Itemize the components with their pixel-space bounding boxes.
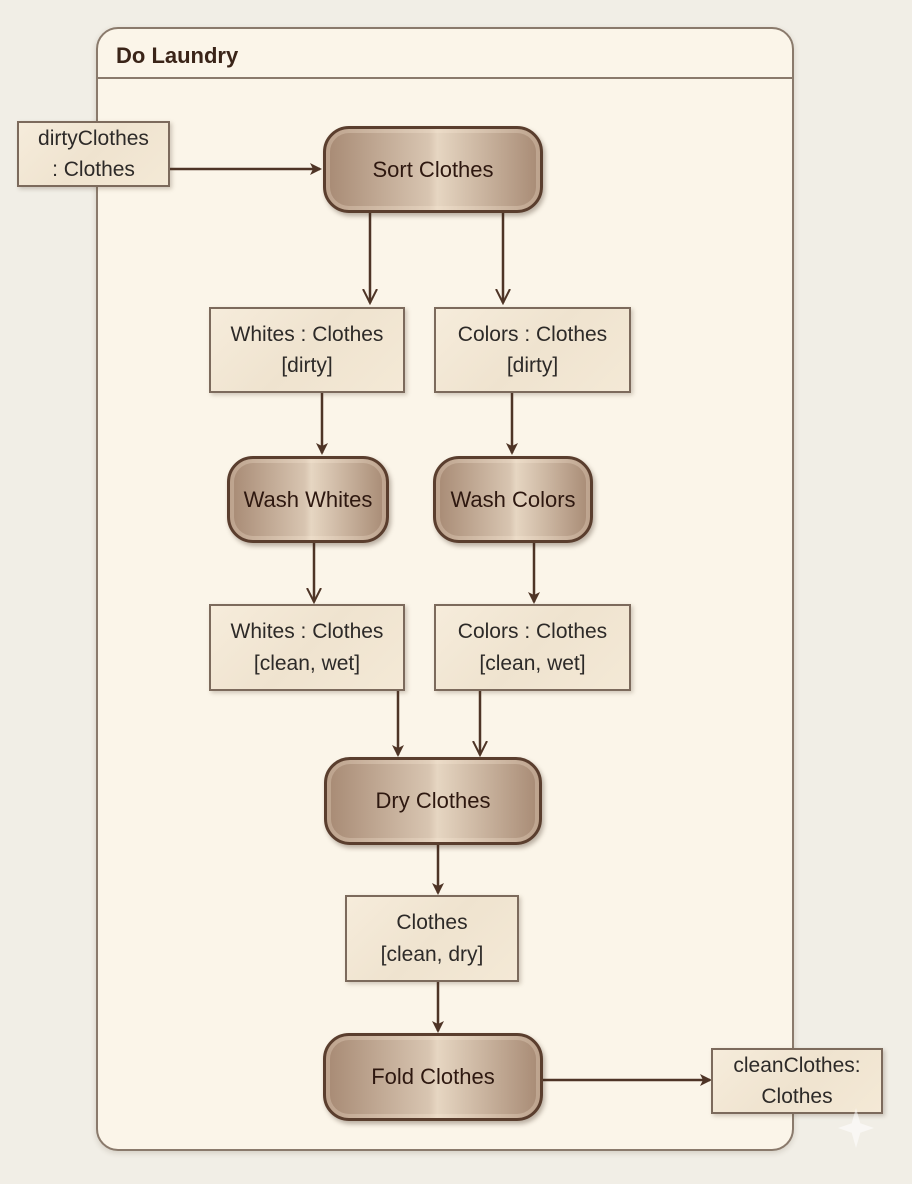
action-wash-colors[interactable]: Wash Colors <box>433 456 593 543</box>
object-name: Whites : Clothes <box>230 322 384 346</box>
object-state: [clean, wet] <box>479 651 586 675</box>
object-name: cleanClothes: <box>733 1053 861 1077</box>
object-clean-clothes[interactable]: cleanClothes: Clothes <box>711 1048 883 1114</box>
sparkle-icon <box>838 1108 874 1148</box>
object-type: : Clothes <box>52 158 135 181</box>
object-name: Colors : Clothes <box>457 322 608 346</box>
title-divider <box>98 77 792 79</box>
object-name: dirtyClothes <box>38 126 149 150</box>
object-name: Colors : Clothes <box>457 620 608 644</box>
object-state: [clean, dry] <box>380 942 484 966</box>
object-type: Clothes <box>761 1085 833 1108</box>
object-name: Whites : Clothes <box>230 620 384 644</box>
object-whites-dirty[interactable]: Whites : Clothes [dirty] <box>209 307 405 393</box>
object-colors-wet[interactable]: Colors : Clothes [clean, wet] <box>434 604 631 691</box>
object-state: [dirty] <box>506 354 559 377</box>
object-name: Clothes <box>396 911 468 935</box>
action-wash-whites[interactable]: Wash Whites <box>227 456 389 543</box>
action-fold-clothes[interactable]: Fold Clothes <box>323 1033 543 1121</box>
action-dry-clothes[interactable]: Dry Clothes <box>324 757 542 845</box>
action-sort-clothes[interactable]: Sort Clothes <box>323 126 543 213</box>
activity-title: Do Laundry <box>116 43 239 68</box>
object-colors-dirty[interactable]: Colors : Clothes [dirty] <box>434 307 631 393</box>
object-whites-wet[interactable]: Whites : Clothes [clean, wet] <box>209 604 405 691</box>
object-dirty-clothes[interactable]: dirtyClothes : Clothes <box>17 121 170 187</box>
object-clothes-dry[interactable]: Clothes [clean, dry] <box>345 895 519 982</box>
object-state: [dirty] <box>281 354 333 377</box>
object-state: [clean, wet] <box>253 651 361 675</box>
